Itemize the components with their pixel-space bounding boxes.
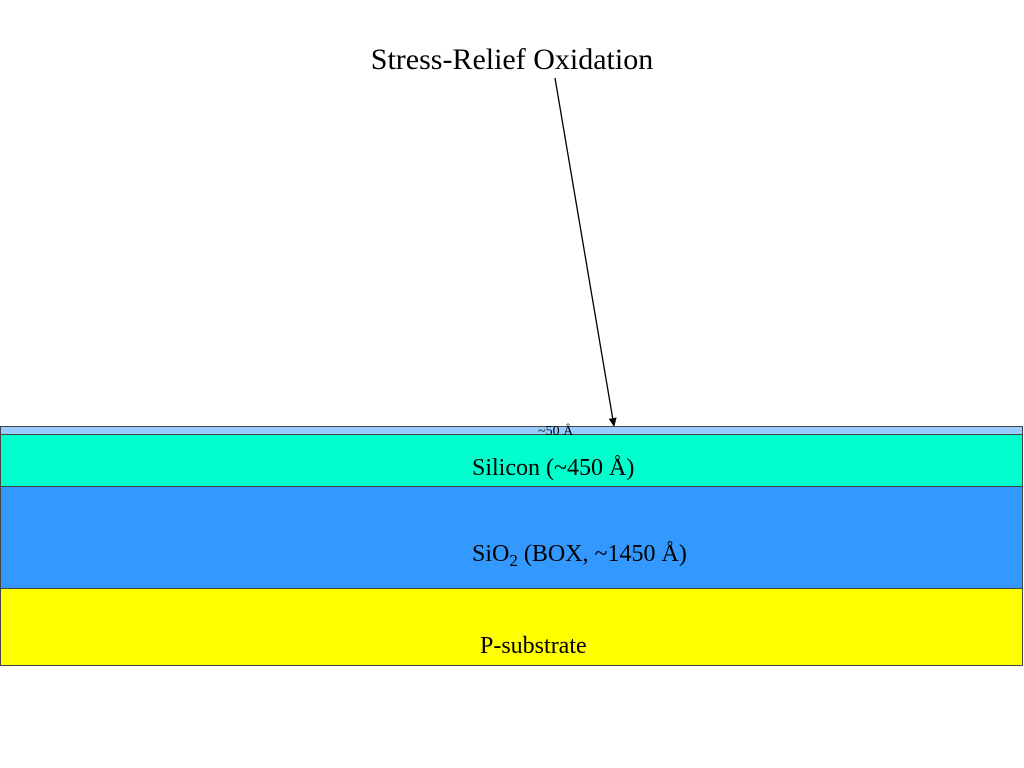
box-label-subscript: 2 [509,551,518,570]
oxide-thickness-label: ~50 Å [538,424,574,439]
pointer-arrow [554,77,617,427]
box-label-main: SiO [472,541,510,567]
stress-relief-oxide-layer [0,426,1023,435]
substrate-layer-label: P-substrate [480,633,587,659]
box-oxide-layer [0,486,1023,589]
silicon-layer-label: Silicon (~450 Å) [472,455,635,481]
box-label-rest: (BOX, ~1450 Å) [517,541,687,567]
diagram-title: Stress-Relief Oxidation [370,43,654,76]
box-layer-label: SiO2 (BOX, ~1450 Å) [472,540,687,570]
silicon-layer [0,435,1023,487]
substrate-layer [0,588,1023,666]
